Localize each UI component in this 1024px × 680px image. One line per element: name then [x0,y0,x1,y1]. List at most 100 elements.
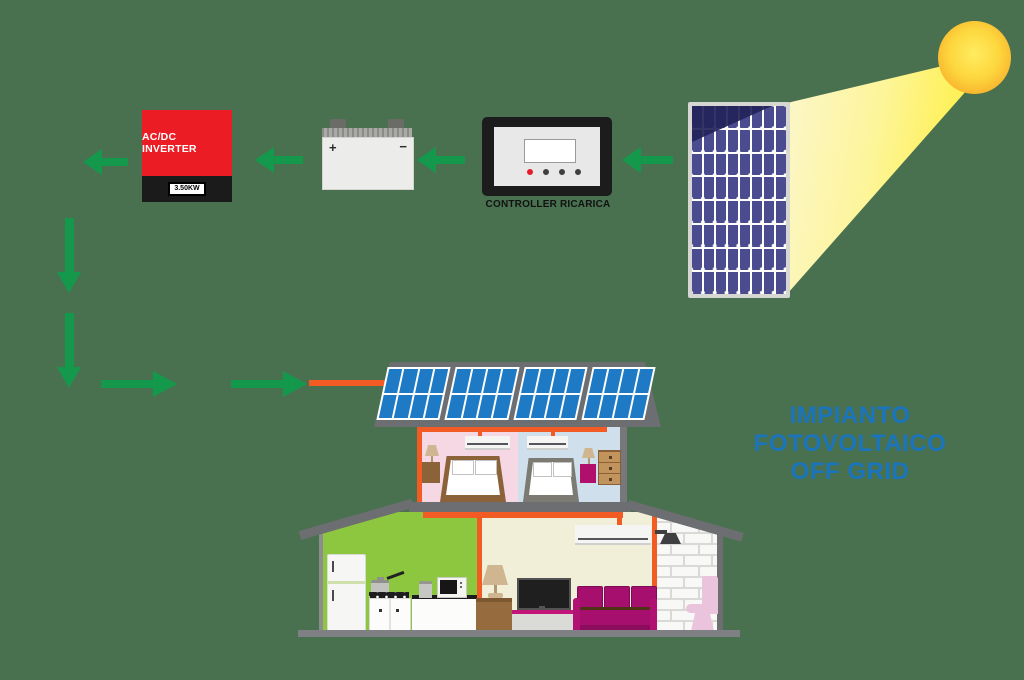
floor-lamp-shade [482,565,508,585]
attic-right-wall [620,426,627,503]
brick [672,523,698,532]
brick [713,534,717,543]
brick [700,545,717,554]
tv-neck [539,606,545,609]
charge-controller-caption: CONTROLLER RICARICA [485,199,611,210]
brick [657,523,670,532]
roof-pv-module [512,367,588,420]
brick-row [657,567,717,578]
inverter-label: AC/DC INVERTER [142,131,197,155]
nightstand-pink-room [422,462,440,483]
rooftop-pv-array [376,367,656,420]
roof-pv-cell [424,394,444,418]
roof-pv-cell [498,369,517,393]
brick [685,556,711,565]
wiring-bath-divider [652,512,657,600]
attic-floor-slab [409,502,631,512]
brick [657,589,670,598]
bed-pink-room [440,456,506,502]
brick [672,589,698,598]
charge-controller-display [524,139,576,163]
brick [672,611,698,620]
title-line-1: IMPIANTO FOTOVOLTAICO [753,402,947,457]
canister [419,581,432,598]
brick [713,622,717,631]
floor-lamp-base [488,593,503,598]
microwave [437,577,467,598]
lamp-nightstand-1 [425,445,439,456]
inverter-power-badge: 3.50KW [168,182,206,196]
fridge [327,554,366,632]
bed-blue-room [523,458,579,502]
brick [713,556,717,565]
battery: + − [322,137,414,190]
battery-top [322,128,412,137]
ac-unit-bedroom-blue [527,436,568,450]
brick [657,600,683,609]
brick [657,578,683,587]
shower-arm [655,530,667,534]
diagram-title: IMPIANTO FOTOVOLTAICO OFF GRID [690,402,1010,486]
roof-pv-module [581,367,656,420]
sun-beam [787,63,967,293]
lamp-stem [588,458,590,464]
roof-pv-cell [492,394,512,418]
brick [657,545,670,554]
dresser [598,450,621,485]
battery-minus-sign: − [399,139,407,154]
house-floor [298,630,740,637]
brick-row [657,545,717,556]
wiring-drop-ac1 [478,432,482,438]
pot-knob [377,577,384,581]
side-table [476,598,512,634]
roof-pv-cell [629,394,648,418]
roof-pv-module [376,367,451,420]
floor-lamp-stem [494,585,497,594]
title-line-2: OFF GRID [790,458,910,485]
brick-row [657,556,717,567]
inverter: AC/DC INVERTER [142,110,232,176]
lamp-nightstand-2 [582,448,595,458]
sofa [573,586,657,631]
brick [672,567,698,576]
battery-plus-sign: + [329,140,337,155]
ceiling-wiring-bar [423,512,623,518]
battery-terminal-positive [330,119,346,129]
controller-led [543,169,549,175]
wiring-drop-ac2 [551,432,555,438]
toilet-seat [686,604,706,613]
roof-pv-cell [430,369,449,393]
brick [700,567,717,576]
controller-led [575,169,581,175]
roof-pv-module [444,367,520,420]
battery-terminal-negative [388,119,404,129]
ac-unit-living [575,525,651,545]
stove-cabinet [369,598,411,632]
controller-led-red [527,169,533,175]
inverter-base: 3.50KW [142,176,232,202]
stove-cooktop [369,592,409,598]
pv-cable [309,380,391,386]
shower-head [660,533,681,544]
brick [657,567,670,576]
brick [685,534,711,543]
nightstand-blue-room [580,464,596,483]
brick [672,545,698,554]
attic-wiring-left [417,426,422,512]
house-right-wall [717,528,723,630]
roof-pv-cell [561,394,580,418]
roof-pv-cell [566,369,585,393]
controller-led [559,169,565,175]
brick [713,512,717,521]
brick [657,556,683,565]
house-left-wall [319,527,323,630]
toilet-base [691,613,714,631]
counter-cabinet [412,599,477,630]
solar-panel-reflection [692,106,772,142]
lamp-stem [431,456,433,462]
roof-pv-cell [634,369,654,393]
ac-unit-bedroom-pink [465,436,510,450]
solar-panel [688,102,790,298]
brick [685,578,711,587]
